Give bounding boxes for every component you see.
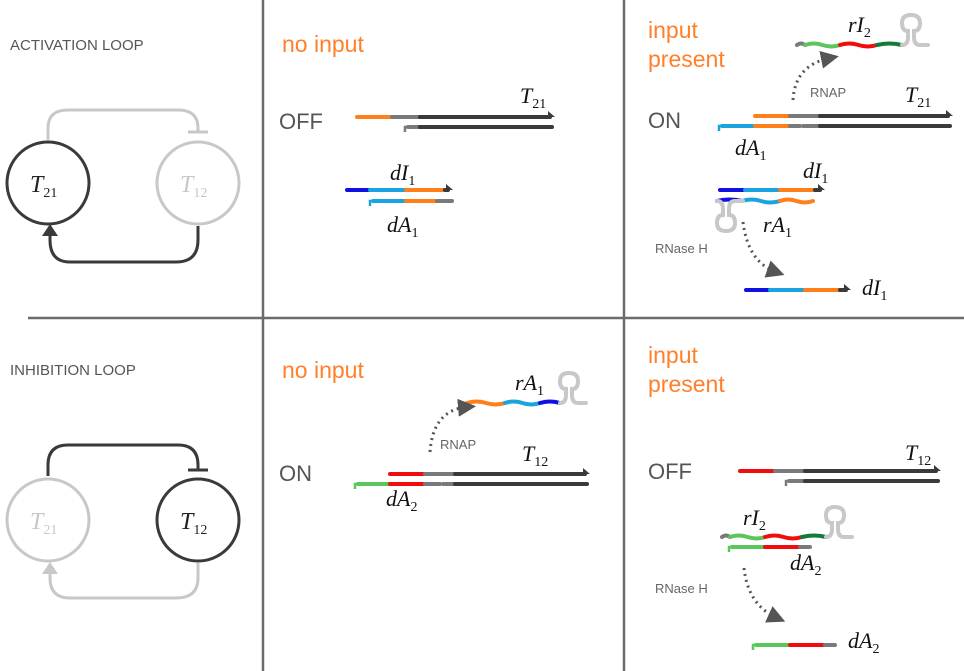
- hairpin-terminator-icon: [899, 12, 930, 47]
- hook-end-icon: [368, 199, 375, 206]
- node-T12-label: T12: [180, 509, 207, 538]
- dotted-arrow-icon: [742, 567, 786, 623]
- strand-segment: [778, 197, 815, 205]
- label-T12: T12: [522, 441, 548, 470]
- node-T12-label: T12: [180, 172, 207, 201]
- activation-inhibition-edge: [46, 108, 208, 140]
- hook-end-icon: [353, 482, 360, 489]
- arrow-head-icon: [42, 224, 58, 236]
- label-T21: T21: [520, 83, 546, 112]
- inhibition-loop-title: INHIBITION LOOP: [10, 362, 136, 379]
- arrow-head-icon: [446, 184, 453, 190]
- rnap-label: RNAP: [440, 437, 476, 452]
- label-dA2: dA2: [790, 550, 821, 579]
- label-dA1: dA1: [735, 135, 766, 164]
- hairpin-terminator-icon: [714, 199, 745, 234]
- state-off: OFF: [279, 109, 323, 134]
- strand-segment: [740, 197, 782, 205]
- label-T12: T12: [905, 440, 931, 469]
- arrow-head-icon: [548, 111, 555, 117]
- strand-segment: [538, 399, 562, 405]
- label-dI1: dI1: [390, 160, 415, 189]
- hook-end-icon: [717, 124, 724, 131]
- hairpin-terminator-icon: [823, 504, 854, 539]
- activation-no-input-heading: no input: [282, 31, 364, 57]
- hairpin-terminator-icon: [557, 370, 588, 405]
- label-rI2: rI2: [848, 12, 871, 41]
- label-T21: T21: [905, 82, 931, 111]
- state-off: OFF: [648, 459, 692, 484]
- hook-end-icon: [751, 643, 758, 650]
- hook-end-icon: [784, 479, 791, 486]
- label-rA1: rA1: [763, 212, 792, 241]
- dotted-arrow-icon: [791, 50, 839, 101]
- activation-input-heading-2: present: [648, 46, 725, 72]
- hook-end-icon: [727, 545, 734, 552]
- rnap-label: RNAP: [810, 85, 846, 100]
- label-dI1-product: dI1: [862, 275, 887, 304]
- node-T12-inactive: [155, 140, 241, 226]
- rnase-h-label: RNase H: [655, 581, 708, 596]
- arrow-head-icon: [818, 184, 825, 190]
- grid-dividers: [28, 0, 964, 671]
- inhibition-inhibiting-edge: [46, 443, 208, 476]
- arrow-head-icon: [844, 284, 851, 290]
- strand-segment: [728, 533, 767, 541]
- label-dA1: dA1: [387, 212, 418, 241]
- inhibition-activating-edge: [48, 563, 200, 600]
- strand-segment: [800, 533, 828, 539]
- node-T12-active: [155, 477, 241, 563]
- arrow-head-icon: [42, 562, 58, 574]
- inhibition-input-heading-2: present: [648, 371, 725, 397]
- label-dA2-product: dA2: [848, 628, 879, 657]
- strand-segment: [465, 399, 507, 407]
- strand-segment: [838, 41, 879, 49]
- inhibition-input-heading-1: input: [648, 342, 698, 368]
- dotted-arrow-icon: [428, 398, 476, 453]
- node-T21-label: T21: [30, 172, 57, 201]
- hook-end-icon: [403, 125, 410, 132]
- state-on: ON: [279, 461, 312, 486]
- activation-loop-title: ACTIVATION LOOP: [10, 37, 144, 54]
- activation-input-heading-1: input: [648, 17, 698, 43]
- node-T21-label: T21: [30, 509, 57, 538]
- inhibition-no-input-heading: no input: [282, 357, 364, 383]
- label-dI1: dI1: [803, 158, 828, 187]
- label-dA2: dA2: [386, 486, 417, 515]
- node-T21-inactive: [5, 477, 91, 563]
- strand-segment: [803, 41, 842, 49]
- rnase-h-label: RNase H: [655, 241, 708, 256]
- dotted-arrow-icon: [741, 221, 785, 278]
- strand-segment: [763, 533, 804, 541]
- arrow-head-icon: [934, 465, 941, 471]
- activation-activating-edge: [48, 226, 200, 264]
- strands-layer: [345, 12, 953, 650]
- arrow-head-icon: [946, 110, 953, 116]
- node-T21-active: [5, 140, 91, 226]
- strand-segment: [875, 41, 904, 47]
- label-rI2: rI2: [743, 505, 766, 534]
- strand-segment: [503, 399, 542, 407]
- state-on: ON: [648, 108, 681, 133]
- arrow-head-icon: [583, 468, 590, 474]
- label-rA1: rA1: [515, 370, 544, 399]
